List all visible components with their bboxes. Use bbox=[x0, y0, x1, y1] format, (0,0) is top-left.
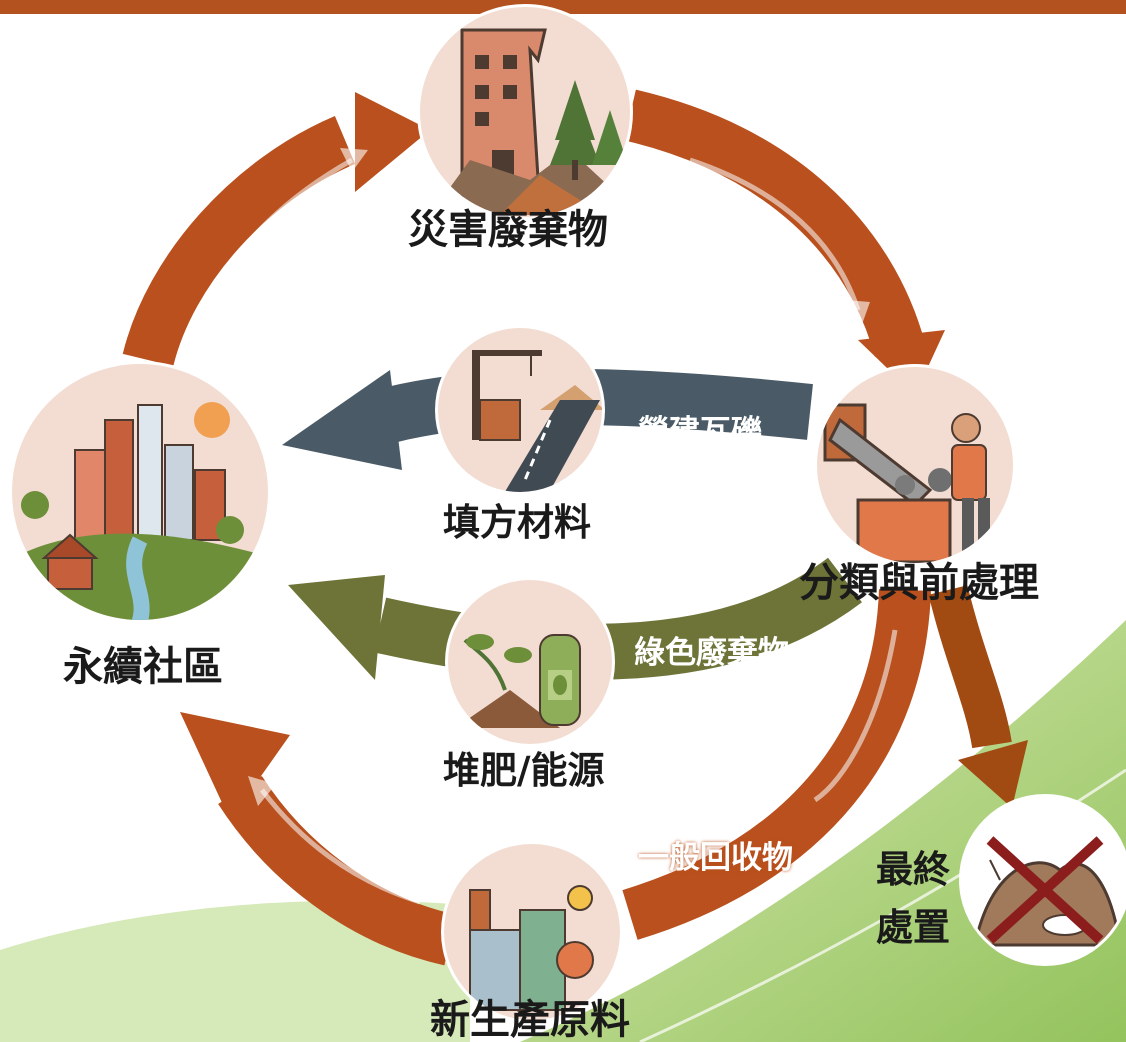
compost-plant-icon bbox=[445, 577, 615, 747]
factory-icon bbox=[441, 841, 623, 1023]
label-community: 永續社區 bbox=[63, 644, 223, 690]
green-background bbox=[520, 620, 1126, 1042]
label-green-waste: 綠色廢棄物 bbox=[634, 635, 789, 671]
sorting-worker-icon bbox=[814, 364, 1016, 566]
label-fill-material: 填方材料 bbox=[443, 501, 591, 544]
label-sorting: 分類與前處理 bbox=[799, 560, 1039, 606]
construction-crane-icon bbox=[435, 325, 605, 495]
label-compost-energy: 堆肥/能源 bbox=[443, 749, 605, 792]
label-construction-rubble: 營建瓦礫 bbox=[638, 414, 762, 450]
cycle-arrows bbox=[122, 89, 1028, 966]
label-final-disposal-1: 最終 bbox=[876, 848, 950, 891]
top-bar bbox=[0, 0, 1126, 14]
disaster-ruins-icon bbox=[417, 4, 633, 220]
label-disaster-waste: 災害廢棄物 bbox=[408, 207, 608, 253]
label-final-disposal-2: 處置 bbox=[876, 906, 950, 949]
city-icon bbox=[9, 361, 271, 623]
label-new-materials: 新生產原料 bbox=[430, 997, 630, 1042]
label-general-recyclables: 一般回收物 bbox=[638, 840, 793, 876]
green-wave-left bbox=[0, 900, 470, 1042]
arrow-community-to-waste bbox=[122, 116, 356, 367]
landfill-icon bbox=[959, 794, 1126, 966]
arrow-waste-to-sorting bbox=[623, 89, 926, 358]
arrow-materials-to-community bbox=[218, 775, 457, 966]
arrow-sorting-to-materials bbox=[622, 588, 931, 940]
arrow-sorting-to-disposal bbox=[928, 585, 1012, 749]
